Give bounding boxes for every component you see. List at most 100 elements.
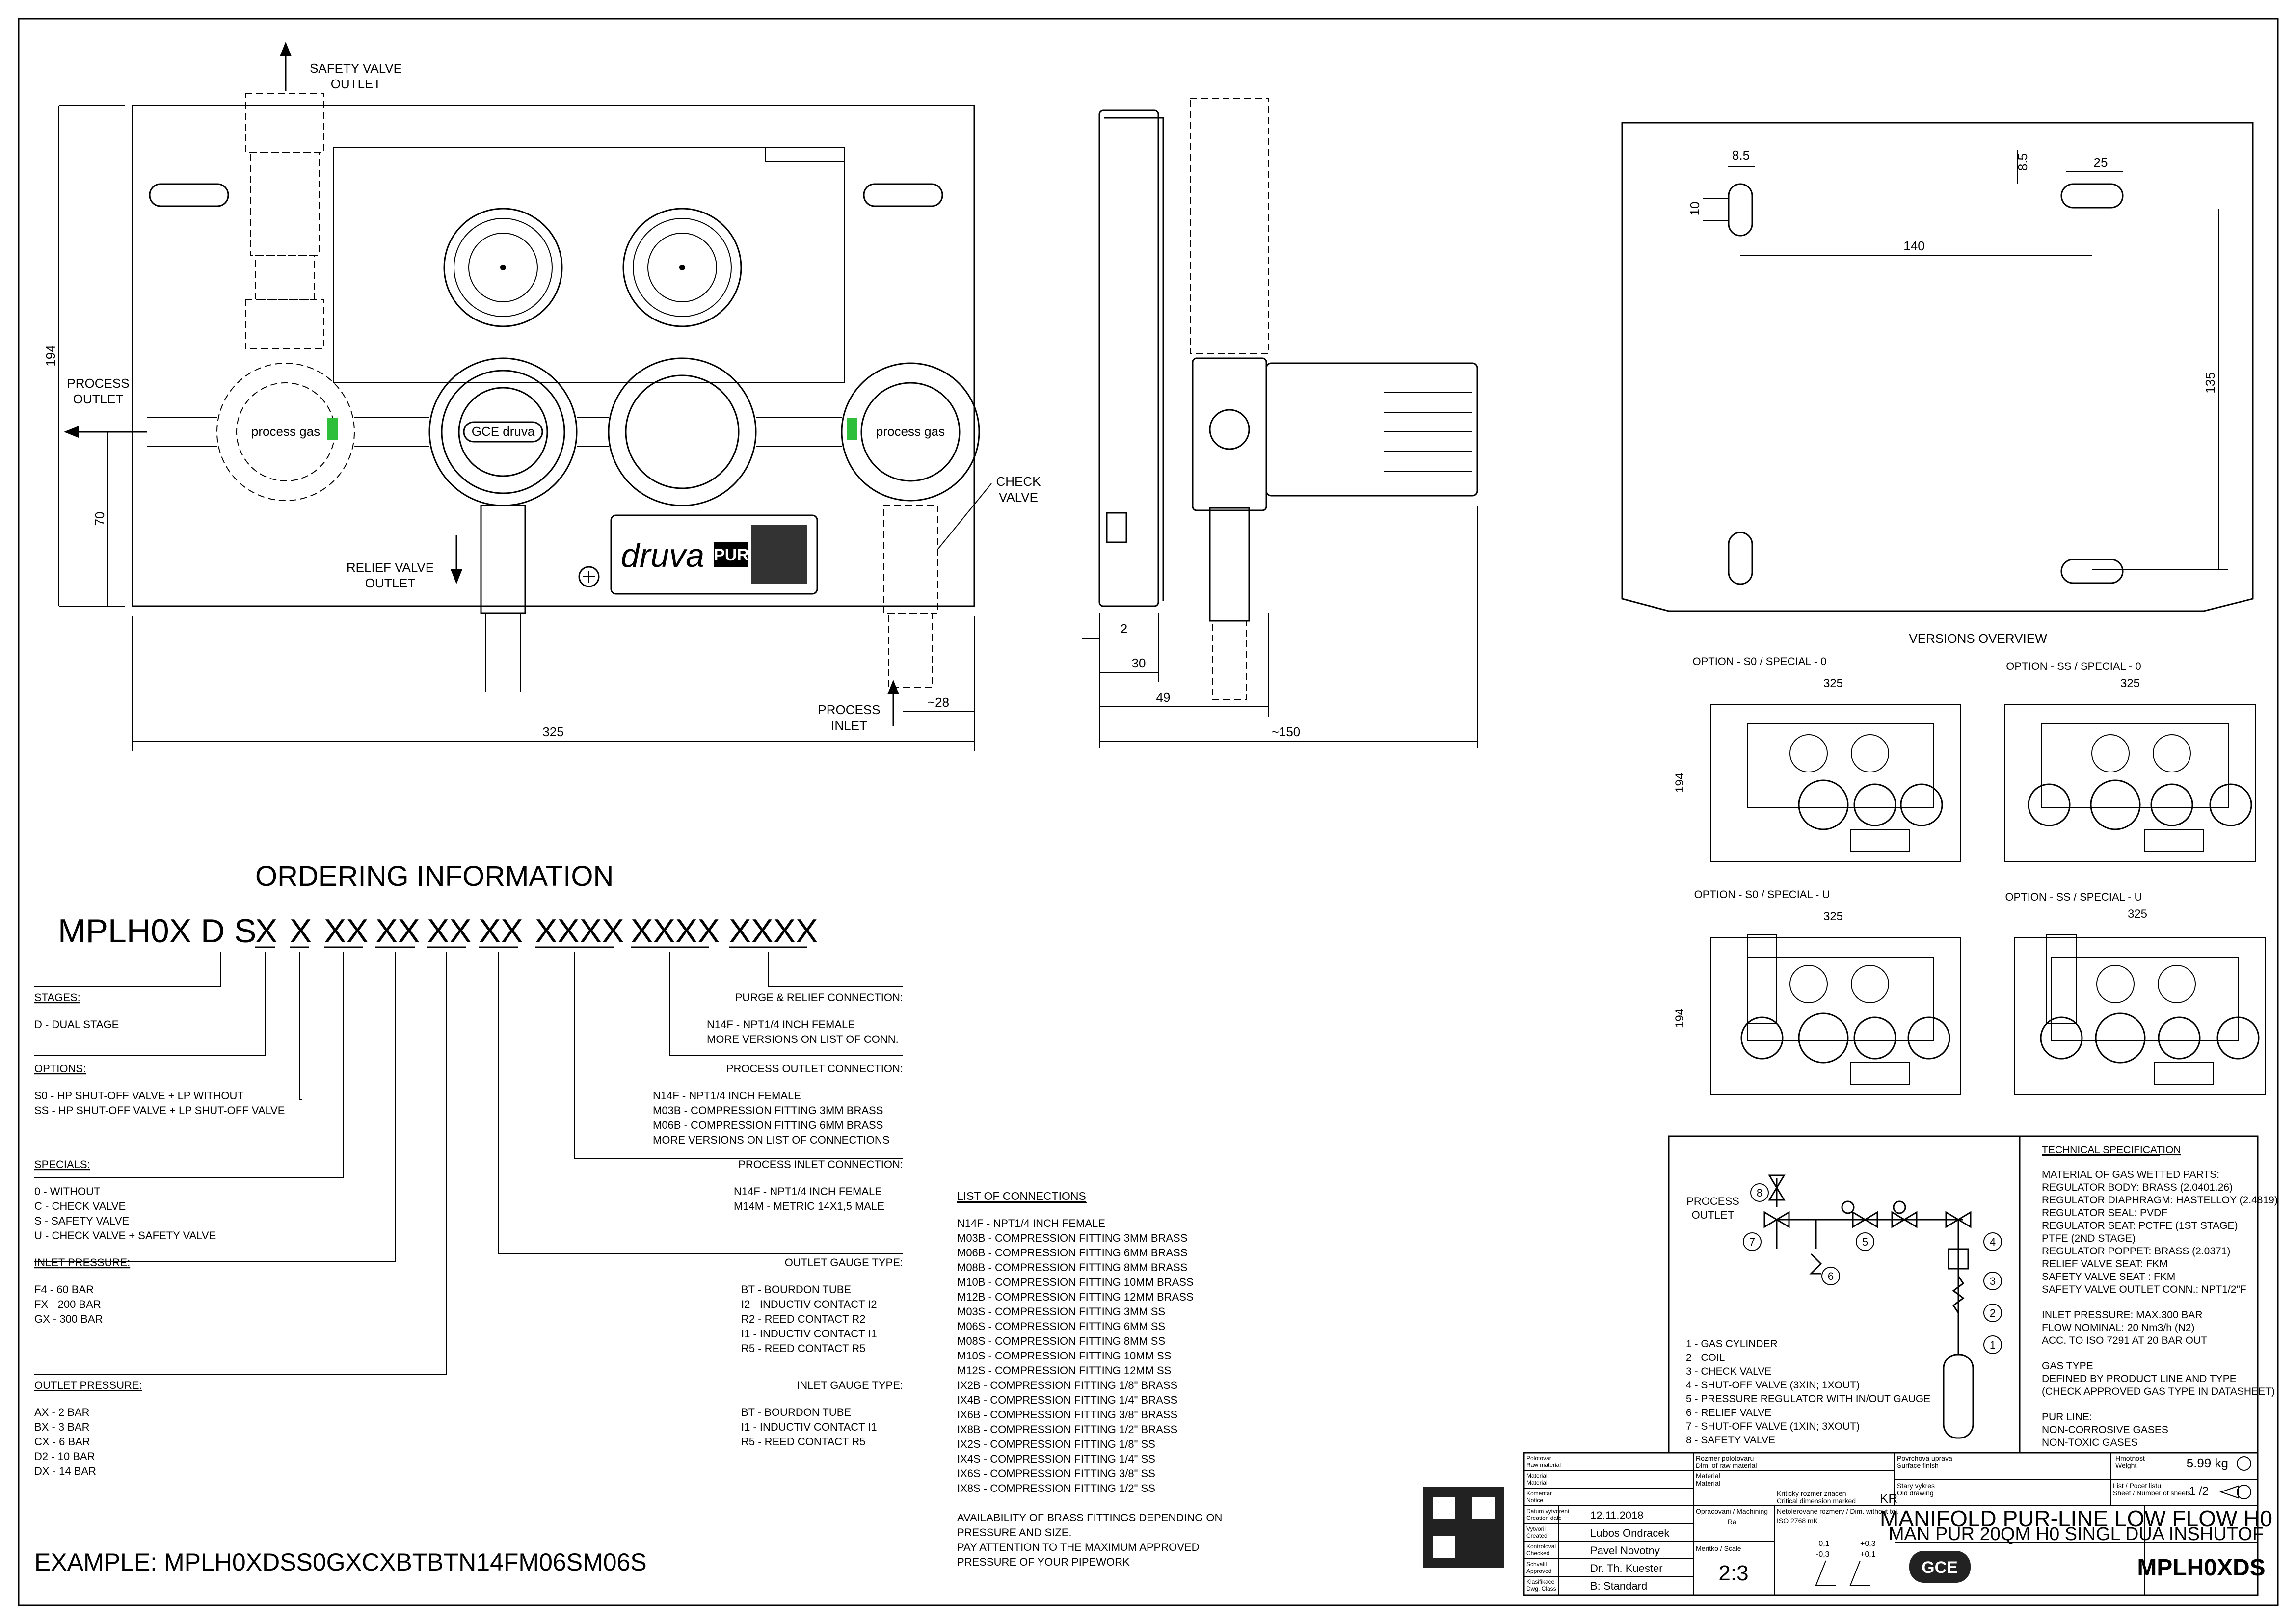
drawing-subtitle: MAN PUR 20QM H0 SINGL DUA INSHUTOF bbox=[1889, 1524, 2264, 1544]
order-section-line: N14F - NPT1/4 INCH FEMALE bbox=[707, 1018, 855, 1031]
order-section-line: BX - 3 BAR bbox=[34, 1421, 89, 1433]
relief-valve-column bbox=[480, 505, 526, 692]
tech-spec-line: NON-CORROSIVE GASES bbox=[2042, 1424, 2168, 1436]
order-section-title: STAGES: bbox=[34, 991, 80, 1004]
check-valve-icon bbox=[1948, 1248, 1969, 1270]
dimension-label: 325 bbox=[542, 724, 563, 739]
item-number-badge bbox=[1821, 1267, 1840, 1285]
title-block-label: List / Pocet listu bbox=[2113, 1482, 2161, 1490]
dimension-label: 325 bbox=[2128, 907, 2147, 921]
connection-item: IX6B - COMPRESSION FITTING 3/8" BRASS bbox=[957, 1409, 1177, 1421]
safety-valve-column bbox=[245, 42, 324, 349]
tech-spec-line: SAFETY VALVE SEAT : FKM bbox=[2042, 1271, 2175, 1282]
qr-code-icon bbox=[751, 525, 807, 584]
callout-text: CHECK bbox=[996, 474, 1041, 489]
connection-item: IX4B - COMPRESSION FITTING 1/4" BRASS bbox=[957, 1394, 1177, 1406]
tolerance-value: -0,1 bbox=[1816, 1540, 1830, 1548]
order-section-line: R2 - REED CONTACT R2 bbox=[741, 1313, 865, 1325]
version-thumbnail bbox=[1710, 934, 1961, 1095]
title-block-label: Hmotnost bbox=[2115, 1454, 2145, 1462]
title-block-label: Dim. of raw material bbox=[1696, 1462, 1757, 1469]
outlet-gauge bbox=[622, 208, 742, 327]
valve-label: process gas bbox=[876, 424, 945, 439]
order-section-line: C - CHECK VALVE bbox=[34, 1200, 126, 1212]
critical-mark: KR bbox=[1880, 1491, 1897, 1506]
title-block-value: Dr. Th. Kuester bbox=[1590, 1562, 1663, 1574]
projection-symbol-icon bbox=[2219, 1485, 2252, 1499]
title-block-label: Surface finish bbox=[1897, 1462, 1939, 1469]
tech-spec-title: TECHNICAL SPECIFICATION bbox=[2042, 1145, 2181, 1156]
order-section-line: BT - BOURDON TUBE bbox=[741, 1283, 851, 1296]
order-section-line: F4 - 60 BAR bbox=[34, 1283, 94, 1296]
dimension-label: ~150 bbox=[1272, 724, 1301, 739]
order-section-line: I1 - INDUCTIV CONTACT I1 bbox=[741, 1421, 877, 1433]
dimension-label: 10 bbox=[1687, 202, 1702, 216]
right-shutoff-valve: process gas bbox=[841, 362, 980, 502]
mounting-slot bbox=[863, 183, 943, 207]
mounting-slot bbox=[149, 183, 229, 207]
order-section-title: SPECIALS: bbox=[34, 1158, 90, 1171]
order-section-title: PROCESS OUTLET CONNECTION: bbox=[726, 1063, 903, 1075]
check-valve-icon bbox=[1852, 1211, 1878, 1228]
tech-spec-line: NON-TOXIC GASES bbox=[2042, 1437, 2138, 1448]
title-block-label: Dwg. Class bbox=[1526, 1585, 1556, 1592]
callout-text: RELIEF VALVE bbox=[347, 560, 434, 575]
legend-item: 4 - SHUT-OFF VALVE (3XIN; 1XOUT) bbox=[1686, 1380, 1860, 1391]
dimension-label: 49 bbox=[1156, 690, 1171, 705]
order-section-line: CX - 6 BAR bbox=[34, 1436, 90, 1448]
coil-icon bbox=[1952, 1276, 1965, 1313]
option-label: OPTION - S0 / SPECIAL - 0 bbox=[1692, 655, 1826, 667]
order-section-line: D2 - 10 BAR bbox=[34, 1450, 95, 1463]
connection-note: PRESSURE AND SIZE. bbox=[957, 1526, 1072, 1539]
tolerance-value: +0,1 bbox=[1860, 1550, 1876, 1559]
order-section-title: INLET PRESSURE: bbox=[34, 1256, 130, 1269]
order-section-line: BT - BOURDON TUBE bbox=[741, 1406, 851, 1418]
order-section-title: INLET GAUGE TYPE: bbox=[797, 1379, 903, 1391]
connection-item: IX8S - COMPRESSION FITTING 1/2" SS bbox=[957, 1482, 1155, 1494]
callout-text: SAFETY VALVE bbox=[310, 61, 402, 76]
title-block-label: Vytvoril bbox=[1526, 1525, 1546, 1532]
title-block-label: Kontroloval bbox=[1526, 1543, 1556, 1550]
title-block-label: Ra bbox=[1728, 1518, 1736, 1526]
title-block-label: Opracovani / Machining bbox=[1696, 1507, 1768, 1515]
order-section-line: M06B - COMPRESSION FITTING 6MM BRASS bbox=[653, 1119, 883, 1131]
ordering-title: ORDERING INFORMATION bbox=[255, 860, 614, 892]
order-section-title: OPTIONS: bbox=[34, 1063, 86, 1075]
side-view: 2 30 49 ~150 bbox=[1082, 98, 1478, 748]
order-section-line: FX - 200 BAR bbox=[34, 1298, 101, 1310]
order-code-segment: XX bbox=[324, 912, 369, 950]
order-section-line: DX - 14 BAR bbox=[34, 1465, 96, 1477]
logo-text: GCE bbox=[1922, 1558, 1958, 1577]
title-block-label: Approved bbox=[1526, 1568, 1551, 1574]
arrow-up-icon bbox=[887, 680, 899, 694]
item-number: 6 bbox=[1828, 1270, 1834, 1282]
gas-cylinder-icon bbox=[1943, 1354, 1974, 1439]
legend-item: 5 - PRESSURE REGULATOR WITH IN/OUT GAUGE bbox=[1686, 1393, 1930, 1405]
title-block-label: ISO 2768 mK bbox=[1777, 1517, 1818, 1525]
drawing-number: MPLH0XDS bbox=[2137, 1555, 2265, 1581]
dimension-label: 135 bbox=[2203, 372, 2217, 393]
connection-item: M12S - COMPRESSION FITTING 12MM SS bbox=[957, 1364, 1171, 1377]
tech-spec-line: PTFE (2ND STAGE) bbox=[2042, 1233, 2136, 1244]
title-block-label: Polotovar bbox=[1526, 1455, 1551, 1462]
tolerance-value: -0,3 bbox=[1816, 1550, 1830, 1559]
connection-item: M06S - COMPRESSION FITTING 6MM SS bbox=[957, 1320, 1165, 1332]
option-label: OPTION - SS / SPECIAL - 0 bbox=[2006, 660, 2141, 672]
connection-item: M12B - COMPRESSION FITTING 12MM BRASS bbox=[957, 1291, 1194, 1303]
callout-text: OUTLET bbox=[331, 77, 381, 91]
callout-text: PROCESS bbox=[818, 702, 880, 717]
order-section-line: MORE VERSIONS ON LIST OF CONNECTIONS bbox=[653, 1134, 889, 1146]
title-block-value: Lubos Ondracek bbox=[1590, 1527, 1670, 1539]
order-code-segment: X bbox=[290, 912, 312, 950]
title-block-label: Schvalil bbox=[1526, 1561, 1547, 1568]
title-block-label: Stary vykres bbox=[1897, 1482, 1935, 1490]
order-section-line: GX - 300 BAR bbox=[34, 1313, 103, 1325]
weight-value: 5.99 kg bbox=[2187, 1456, 2228, 1470]
back-plate-view: 8.5 8.5 25 10 140 135 bbox=[1621, 122, 2254, 612]
order-section-line: S0 - HP SHUT-OFF VALVE + LP WITHOUT bbox=[34, 1090, 244, 1102]
order-section-line: M14M - METRIC 14X1,5 MALE bbox=[734, 1200, 884, 1212]
